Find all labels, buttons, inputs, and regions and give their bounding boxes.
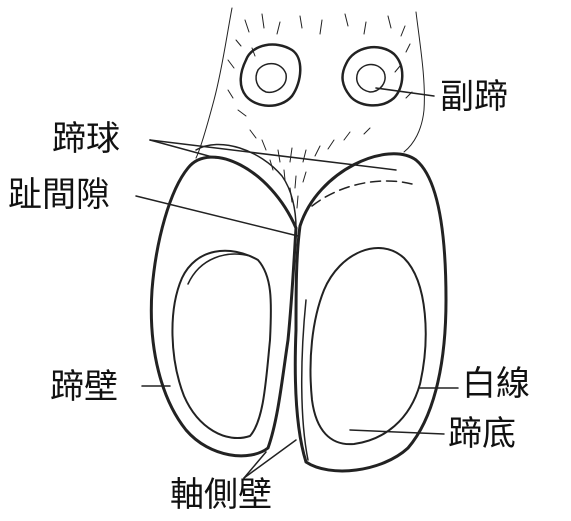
- right-dewclaw: [343, 47, 403, 105]
- label-heel-bulb: 蹄球: [52, 122, 120, 156]
- label-interdigital-space: 趾間隙: [8, 178, 110, 212]
- label-white-line: 白線: [462, 367, 530, 401]
- leader-bulb-left: [150, 140, 216, 158]
- leg-hair: [196, 8, 424, 208]
- label-dewclaw: 副蹄: [440, 80, 508, 114]
- left-claw: [151, 144, 296, 455]
- leader-dewclaw: [376, 88, 434, 96]
- right-claw-axial-edge: [302, 300, 308, 460]
- label-hoof-wall: 蹄壁: [50, 370, 118, 404]
- leader-bulb-right: [150, 140, 396, 170]
- leader-sole: [350, 430, 444, 434]
- left-claw-white-line: [172, 251, 271, 438]
- right-claw-white-line: [311, 248, 426, 444]
- right-claw: [295, 154, 446, 471]
- left-dewclaw: [241, 45, 301, 106]
- label-sole: 蹄底: [448, 417, 516, 451]
- label-axial-wall: 軸側壁: [170, 478, 272, 512]
- left-claw-outer-wall: [151, 157, 296, 456]
